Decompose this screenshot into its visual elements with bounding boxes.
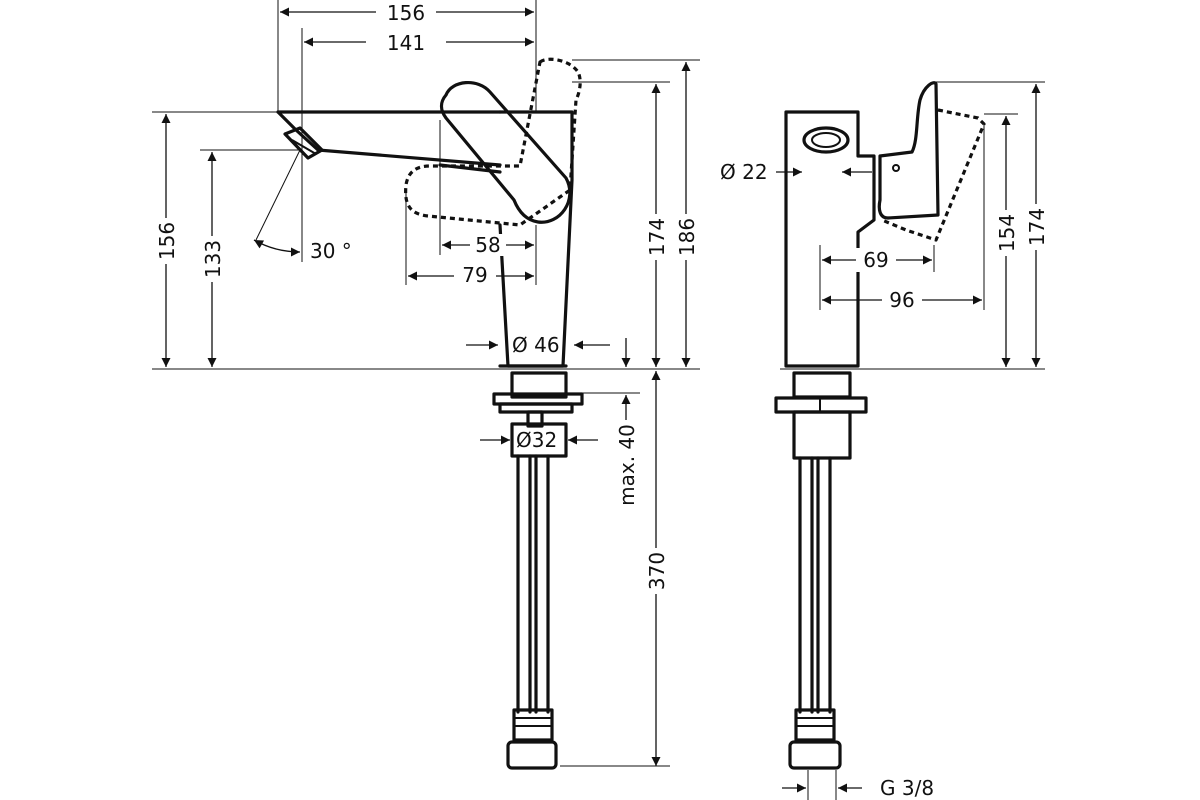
dim-shank-diameter: Ø32 [516,428,557,452]
dim-lever-69: 69 [863,248,888,272]
lever-open-outline [404,57,582,227]
aerator-front [802,126,850,154]
mounting-shank-side [492,371,584,458]
front-extension-lines [807,81,1045,800]
dim-height-body: 174 [645,218,669,256]
supply-hoses-side [506,454,558,770]
lever-closed [439,81,572,224]
faucet-body-front [784,110,876,368]
dim-height-174: 174 [1025,208,1049,246]
dim-connection-thread: G 3/8 [880,776,934,800]
dim-aerator-diameter: Ø 22 [720,160,768,184]
lever-front-closed [877,81,940,220]
supply-hoses-front [788,456,842,770]
dim-spout-reach-outer: 156 [387,1,425,25]
side-extension-lines [152,0,700,394]
dim-body-diameter: Ø 46 [512,333,560,357]
dim-lever-58: 58 [475,233,500,257]
dim-height-154: 154 [995,214,1019,252]
side-view: 156 141 156 133 30 ° 58 79 Ø 46 17 [152,0,700,770]
lever-front-open [881,108,986,242]
dim-spout-reach-inner: 141 [387,31,425,55]
dim-hose-length: 370 [645,552,669,590]
mounting-shank-front [774,371,868,460]
aerator [283,126,324,160]
dim-max-counter-thickness: max. 40 [615,424,639,506]
dim-height-aerator: 133 [201,240,225,278]
faucet-body-side [498,110,574,368]
front-view: Ø 22 69 96 154 174 G 3/8 [720,81,1049,800]
dim-spout-angle: 30 ° [310,239,352,263]
dim-lever-79: 79 [462,263,487,287]
dim-height-lever-open: 186 [675,218,699,256]
dim-lever-96: 96 [889,288,914,312]
dim-height-spout-top: 156 [155,222,179,260]
